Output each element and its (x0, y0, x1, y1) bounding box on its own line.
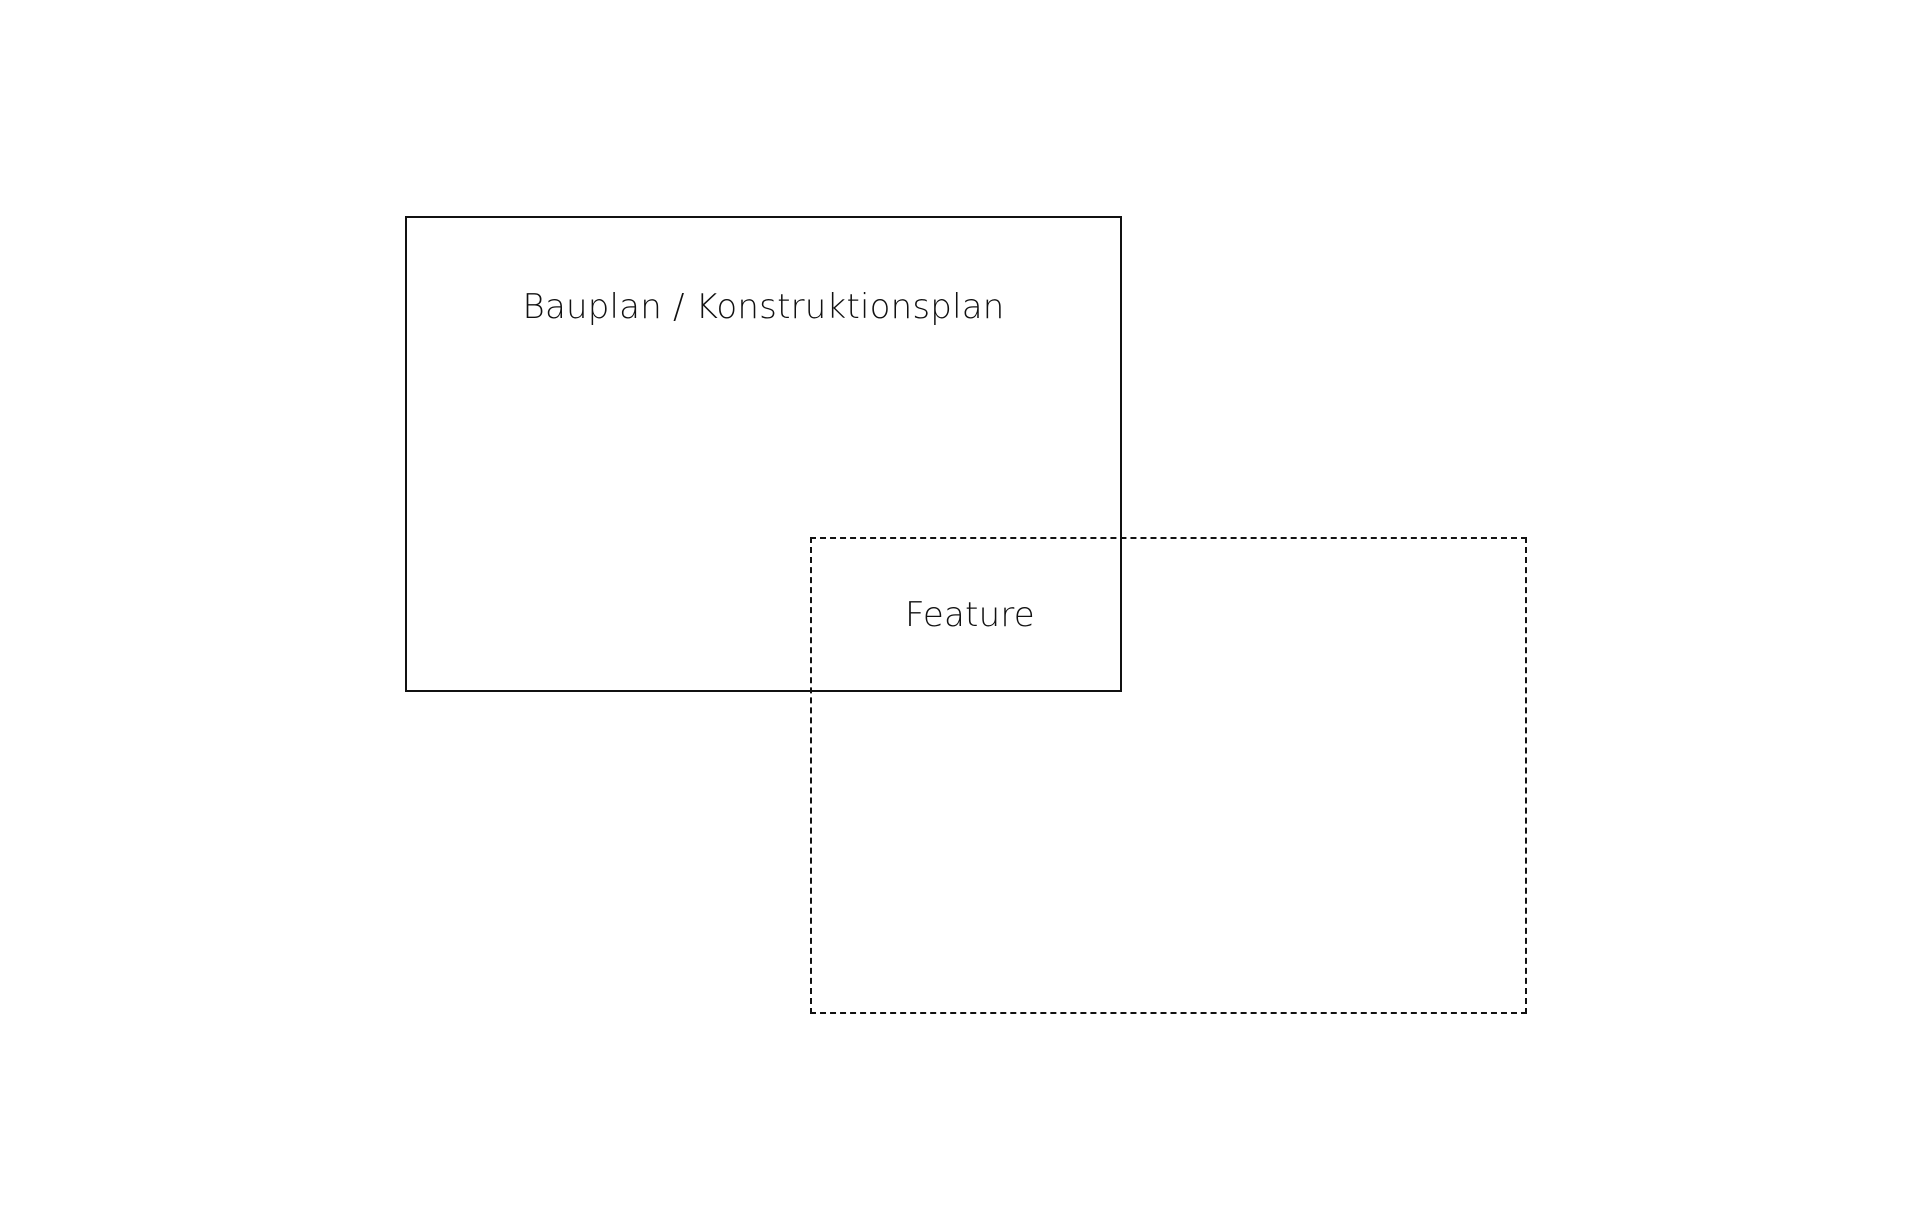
feature-box (810, 537, 1527, 1014)
bauplan-label: Bauplan / Konstruktionsplan (522, 287, 1005, 327)
feature-label: Feature (905, 595, 1035, 635)
bauplan-box (405, 216, 1122, 692)
